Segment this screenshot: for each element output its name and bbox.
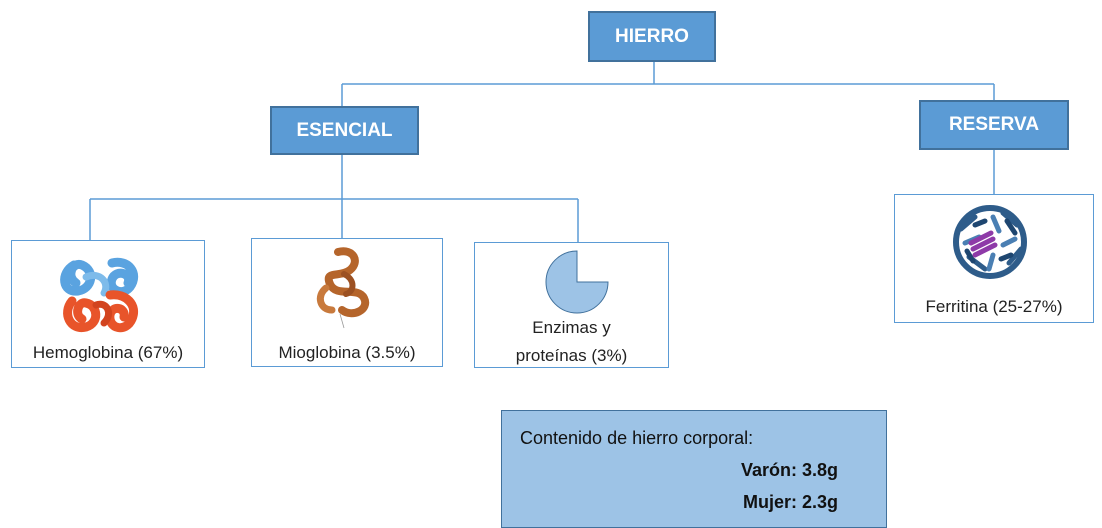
root-node-hierro: HIERRO: [588, 11, 716, 62]
info-male: Varón: 3.8g: [740, 460, 838, 480]
myoglobin-label: Mioglobina (3.5%): [278, 343, 416, 362]
branch-label-reserva: RESERVA: [948, 114, 1040, 135]
branch-node-esencial: ESENCIAL: [270, 106, 419, 155]
myoglobin-illustration: [316, 247, 370, 329]
hemoglobin-illustration: [60, 257, 139, 333]
branch-label-esencial: ESENCIAL: [296, 119, 393, 141]
pie-slice-icon: [545, 250, 609, 314]
enzymes-label-line1: Enzimas y: [532, 318, 611, 337]
body-iron-content-box: Contenido de hierro corporal: Varón: 3.8…: [501, 410, 887, 528]
enzymes-label-line2: proteínas (3%): [515, 346, 628, 365]
item-card-hemoglobina: Hemoglobina (67%): [11, 240, 205, 368]
branch-node-reserva: RESERVA: [919, 100, 1069, 150]
item-card-mioglobina: Mioglobina (3.5%): [251, 238, 443, 367]
info-title: Contenido de hierro corporal:: [520, 428, 754, 448]
ferritin-illustration: [953, 205, 1027, 279]
info-female: Mujer: 2.3g: [742, 492, 838, 512]
hemoglobin-label: Hemoglobina (67%): [32, 343, 184, 362]
ferritin-label: Ferritina (25-27%): [925, 297, 1063, 316]
root-label: HIERRO: [615, 25, 689, 47]
item-card-ferritina: Ferritina (25-27%): [894, 194, 1094, 323]
item-card-enzimas: Enzimas y proteínas (3%): [474, 242, 669, 368]
